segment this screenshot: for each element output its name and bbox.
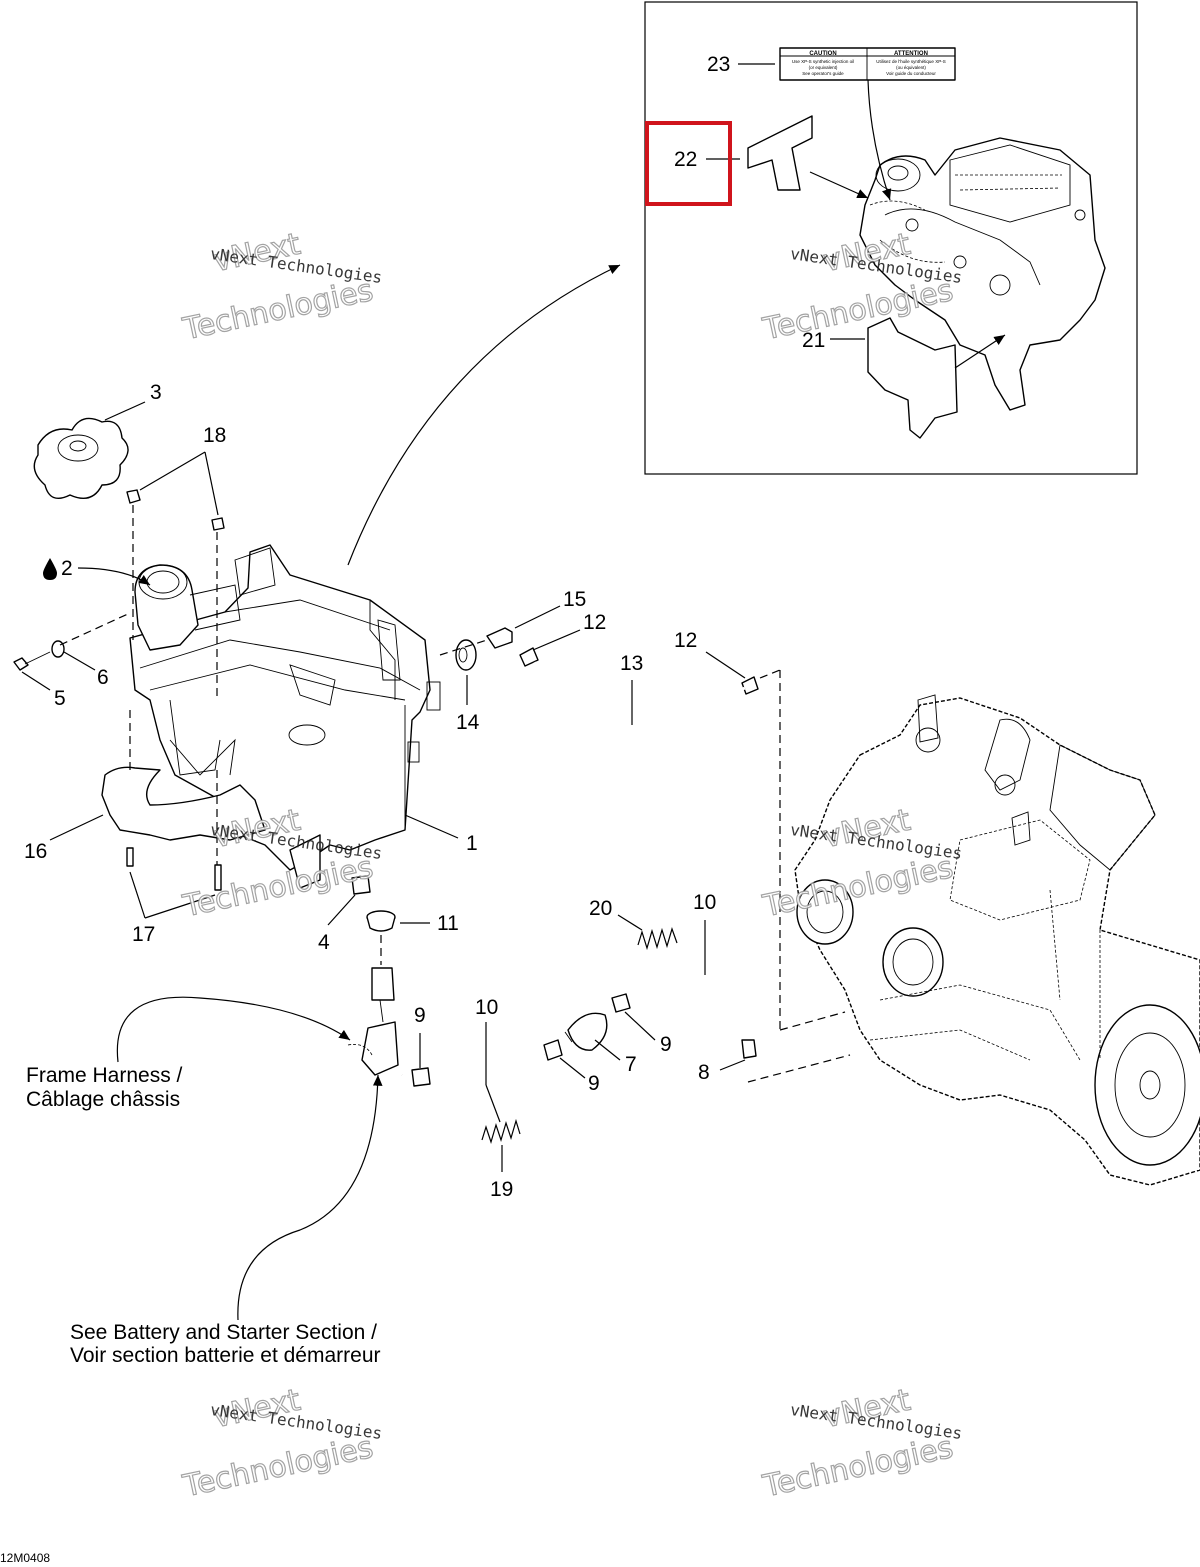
spring-part-19 xyxy=(481,1118,521,1145)
frame-harness-note: Frame Harness / Câblage châssis xyxy=(26,1064,183,1111)
gasket-part-21 xyxy=(867,317,958,439)
svg-text:Technologies: Technologies xyxy=(759,1430,956,1505)
callout-17: 17 xyxy=(132,923,155,946)
watermark-1: vNext Technologies vNext Technologies xyxy=(179,226,384,348)
decal-part-22 xyxy=(747,115,813,191)
callout-23: 23 xyxy=(707,53,730,76)
svg-text:See Battery and Starter Sectio: See Battery and Starter Section / xyxy=(70,1321,377,1344)
svg-text:Voir section batterie et démar: Voir section batterie et démarreur xyxy=(70,1344,381,1367)
watermark-6: vNext Technologies vNext Technologies xyxy=(759,1382,964,1505)
hose-part-10-upper xyxy=(611,973,749,1031)
spring-part-20 xyxy=(637,927,678,951)
grommet-part-4 xyxy=(351,875,371,895)
callout-9b: 9 xyxy=(588,1072,600,1095)
watermark-5: vNext Technologies vNext Technologies xyxy=(179,1382,384,1505)
callout-1: 1 xyxy=(466,832,478,855)
fitting-part-15 xyxy=(486,627,513,649)
oil-tank-part-1 xyxy=(129,544,441,871)
grommet-part-11 xyxy=(366,910,396,932)
callout-22: 22 xyxy=(674,148,697,171)
fitting-part-8 xyxy=(741,1039,757,1059)
callout-20: 20 xyxy=(589,897,612,920)
oil-level-sensor xyxy=(347,967,399,1076)
bolt-part-17 xyxy=(126,847,222,891)
callout-18: 18 xyxy=(203,424,226,447)
callout-12a: 12 xyxy=(583,611,606,634)
callout-3: 3 xyxy=(150,381,162,404)
svg-text:Technologies: Technologies xyxy=(179,1430,376,1505)
callout-21: 21 xyxy=(802,329,825,352)
callout-11: 11 xyxy=(437,912,459,935)
engine-assembly xyxy=(794,694,1200,1186)
inset-frame xyxy=(644,1,1138,475)
callout-9c: 9 xyxy=(660,1033,672,1056)
battery-section-note: See Battery and Starter Section / Voir s… xyxy=(70,1321,381,1367)
callout-numbers: 1 2 3 4 5 6 7 8 9 9 9 10 10 11 12 12 13 … xyxy=(24,53,825,1201)
callout-10b: 10 xyxy=(693,891,716,914)
nut-part-18 xyxy=(126,489,225,531)
svg-text:Use XP-S synthetic injection o: Use XP-S synthetic injection oil xyxy=(792,59,854,64)
callout-8: 8 xyxy=(698,1061,710,1084)
svg-text:Technologies: Technologies xyxy=(179,850,376,925)
svg-text:Câblage châssis: Câblage châssis xyxy=(26,1088,180,1111)
shield-part-16 xyxy=(101,738,321,889)
inset-engine xyxy=(859,137,1106,411)
inset-pointer-arrow xyxy=(347,264,621,566)
callout-7: 7 xyxy=(625,1053,637,1076)
oil-drop-icon xyxy=(43,558,57,580)
svg-text:Utilisez de l'huile synthétiqu: Utilisez de l'huile synthétique XP-S xyxy=(876,59,945,64)
svg-text:Voir guide du conducteur: Voir guide du conducteur xyxy=(886,71,936,76)
highlight-box xyxy=(645,121,732,206)
caution-decal: CAUTION ATTENTION Use XP-S synthetic inj… xyxy=(779,47,956,81)
callout-10a: 10 xyxy=(475,996,498,1019)
callout-19: 19 xyxy=(490,1178,513,1201)
callout-12b: 12 xyxy=(674,629,697,652)
svg-text:See operator's guide: See operator's guide xyxy=(802,71,844,76)
callout-9a: 9 xyxy=(414,1004,426,1027)
clamp-part-12 xyxy=(519,647,759,695)
clamp-part-9 xyxy=(411,993,631,1087)
svg-text:(ou équivalent): (ou équivalent) xyxy=(896,65,926,70)
callout-6: 6 xyxy=(97,666,109,689)
svg-text:Technologies: Technologies xyxy=(179,273,376,348)
drawing-code: 12M0408 xyxy=(0,1551,50,1565)
svg-text:Technologies: Technologies xyxy=(759,273,956,348)
grommet-part-14 xyxy=(455,639,477,671)
callout-13: 13 xyxy=(620,652,643,675)
callout-4: 4 xyxy=(318,931,330,954)
bolt-part-5 xyxy=(13,651,51,671)
svg-text:CAUTION: CAUTION xyxy=(809,51,836,57)
callout-16: 16 xyxy=(24,840,47,863)
svg-text:(or equivalent): (or equivalent) xyxy=(809,65,838,70)
filler-neck-part-2 xyxy=(134,564,241,651)
svg-text:Frame Harness /: Frame Harness / xyxy=(26,1064,183,1087)
callout-5: 5 xyxy=(54,687,66,710)
callout-2: 2 xyxy=(61,557,73,580)
cap-part-3 xyxy=(33,417,129,499)
callout-14: 14 xyxy=(456,711,480,734)
callout-15: 15 xyxy=(563,588,586,611)
svg-text:ATTENTION: ATTENTION xyxy=(894,51,928,57)
